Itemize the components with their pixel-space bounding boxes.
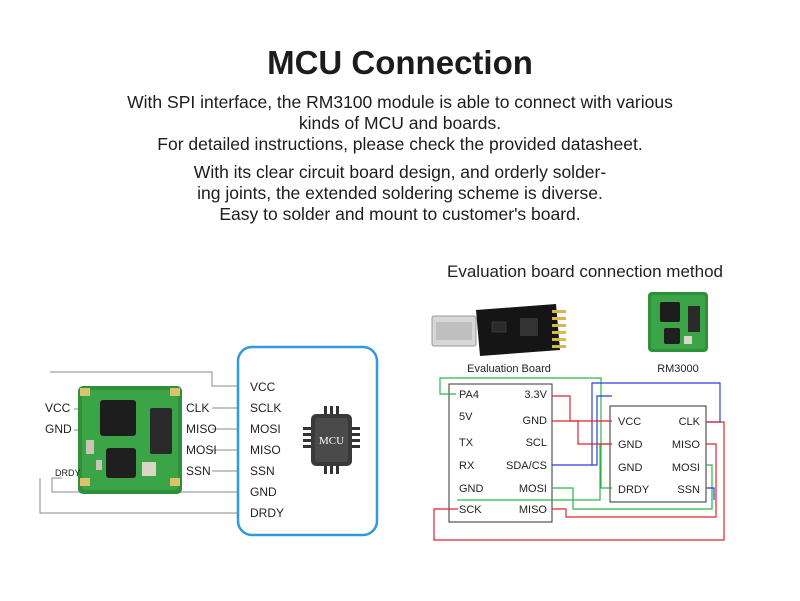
- intro-line: For detailed instructions, please check …: [157, 134, 643, 154]
- eval-pin-label: MOSI: [519, 483, 547, 495]
- rm3000-module-image: [648, 292, 708, 352]
- evaluation-board-pinout: [448, 383, 553, 523]
- eval-pin-label: PA4: [459, 389, 479, 401]
- rm-pin-label: GND: [618, 439, 643, 451]
- eval-pin-label: SCK: [459, 504, 482, 516]
- mcu-pin-label: SCLK: [250, 401, 281, 415]
- eval-connection-title: Evaluation board connection method: [447, 262, 723, 281]
- mcu-pin-label: DRDY: [250, 506, 284, 520]
- mcu-pin-labels: VCC SCLK MOSI MISO SSN GND DRDY: [250, 380, 284, 520]
- module-left-pin-labels: VCC GND DRDY: [45, 401, 81, 478]
- module-pin-label: CLK: [186, 401, 209, 415]
- mcu-pin-label: MOSI: [250, 422, 281, 436]
- eval-right-pin-labels: 3.3V GND SCL SDA/CS MOSI MISO: [506, 389, 548, 516]
- rm-pin-label: VCC: [618, 416, 641, 428]
- intro-line: With SPI interface, the RM3100 module is…: [127, 92, 673, 112]
- eval-left-pin-labels: PA4 5V TX RX GND SCK: [459, 389, 484, 516]
- rm3100-module: [78, 386, 182, 494]
- page-title: MCU Connection: [267, 44, 533, 81]
- eval-pin-label: GND: [459, 483, 484, 495]
- rm-pin-label: MISO: [672, 439, 701, 451]
- design-line: With its clear circuit board design, and…: [193, 162, 607, 182]
- eval-pin-label: 5V: [459, 411, 473, 423]
- rm3000-label: RM3000: [657, 363, 699, 375]
- evaluation-board-image: [431, 304, 566, 356]
- rm-pin-label: SSN: [677, 484, 700, 496]
- mcu-chip-icon: MCU: [303, 406, 360, 474]
- rm-pin-label: CLK: [679, 416, 701, 428]
- module-pin-label: GND: [45, 422, 72, 436]
- mcu-pin-label: VCC: [250, 380, 276, 394]
- rm-pin-label: DRDY: [618, 484, 650, 496]
- module-right-pin-labels: CLK MISO MOSI SSN: [186, 401, 217, 478]
- design-line: Easy to solder and mount to customer's b…: [219, 204, 581, 224]
- eval-pin-label: SDA/CS: [506, 460, 547, 472]
- evaluation-board-label: Evaluation Board: [467, 363, 551, 375]
- module-pin-label: SSN: [186, 464, 211, 478]
- mcu-chip-label: MCU: [319, 435, 344, 447]
- mcu-pin-label: SSN: [250, 464, 275, 478]
- eval-pin-label: RX: [459, 460, 475, 472]
- mcu-pin-label: MISO: [250, 443, 281, 457]
- design-paragraph: With its clear circuit board design, and…: [0, 162, 800, 225]
- design-line: ing joints, the extended soldering schem…: [197, 183, 603, 203]
- intro-line: kinds of MCU and boards.: [298, 113, 502, 133]
- eval-pin-label: SCL: [526, 437, 547, 449]
- module-pin-label: MOSI: [186, 443, 217, 457]
- eval-pin-label: 3.3V: [524, 389, 547, 401]
- rm3000-pinout: [609, 405, 707, 503]
- eval-pin-label: MISO: [519, 504, 548, 516]
- left-mcu-diagram: VCC GND DRDY CLK MISO MOSI SSN VCC SCLK …: [39, 345, 379, 537]
- rm-right-pin-labels: CLK MISO MOSI SSN: [672, 416, 701, 496]
- module-drdy-label: DRDY: [55, 468, 81, 478]
- rm-pin-label: GND: [618, 462, 643, 474]
- mcu-pin-label: GND: [250, 485, 277, 499]
- rm-left-pin-labels: VCC GND GND DRDY: [618, 416, 650, 496]
- eval-pin-label: TX: [459, 437, 474, 449]
- rm-pin-label: MOSI: [672, 462, 700, 474]
- module-pin-label: VCC: [45, 401, 71, 415]
- eval-pin-label: GND: [523, 415, 548, 427]
- intro-paragraph: With SPI interface, the RM3100 module is…: [0, 92, 800, 155]
- right-eval-diagram: Evaluation Board RM3000: [431, 292, 725, 541]
- module-pin-label: MISO: [186, 422, 217, 436]
